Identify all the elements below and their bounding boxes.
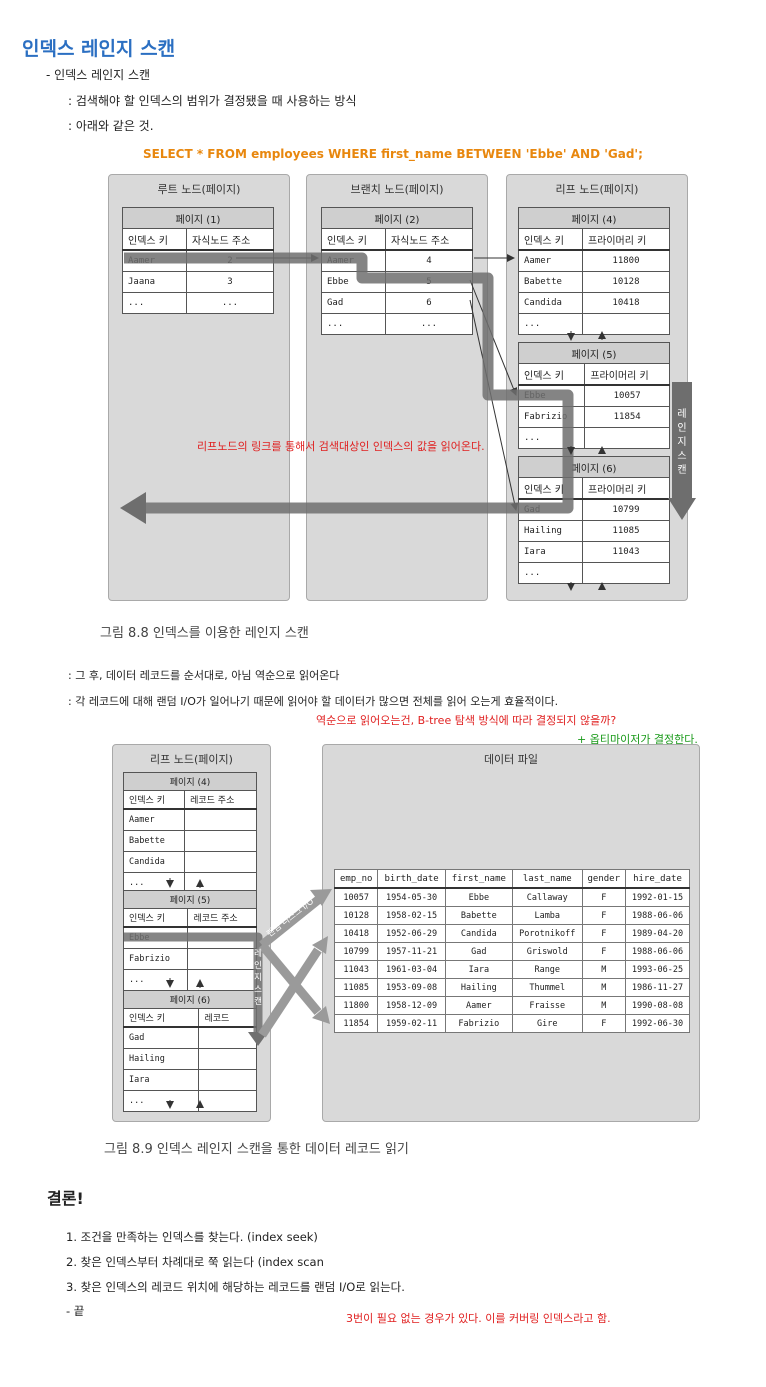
answer-note: + 옵티마이저가 결정한다. (577, 733, 698, 746)
page-caption: 페이지 (6) (123, 990, 257, 1009)
figure-caption: 그림 8.8 인덱스를 이용한 레인지 스캔 (100, 626, 309, 641)
table-row: ...... (321, 313, 474, 335)
note-line: : 아래와 같은 것. (68, 119, 154, 133)
col-header: 자식노드 주소 (185, 228, 275, 251)
col-header: 프라이머리 키 (584, 363, 670, 386)
random-io-arrow (258, 947, 322, 1038)
root-node-label: 루트 노드(페이지) (157, 183, 241, 196)
covering-index-note: 3번이 필요 없는 경우가 있다. 이를 커버링 인덱스라고 함. (346, 1312, 611, 1325)
scan-path-overlay (120, 252, 696, 591)
conclusion-item: 2. 찾은 인덱스부터 차례대로 쭉 읽는다 (index scan (66, 1255, 324, 1269)
leaf-node-label: 리프 노드(페이지) (555, 183, 639, 196)
page-caption: 페이지 (5) (518, 342, 670, 364)
table-row: Hailing (122, 1048, 257, 1070)
sql-query: SELECT * FROM employees WHERE first_name… (143, 147, 643, 161)
conclusion-heading: 결론! (47, 1189, 84, 1208)
conclusion-item: - 끝 (66, 1304, 85, 1318)
range-scan-arrowhead (668, 498, 696, 520)
col-header: 인덱스 키 (122, 908, 189, 928)
random-io-arrow (259, 896, 321, 949)
figure-caption: 그림 8.9 인덱스 레인지 스캔을 통한 데이터 레코드 읽기 (104, 1142, 409, 1157)
page-caption: 페이지 (6) (518, 456, 670, 478)
col-header: 인덱스 키 (517, 363, 586, 386)
table-row: Gad (122, 1026, 257, 1049)
page-caption: 페이지 (1) (122, 207, 274, 229)
conclusion-item: 3. 찾은 인덱스의 레코드 위치에 해당하는 레코드를 랜덤 I/O로 읽는다… (66, 1280, 405, 1294)
table-row: Iara (122, 1069, 257, 1091)
table-row: Aamer (122, 808, 257, 831)
col-header: 프라이머리 키 (581, 228, 671, 251)
scan-path-arrow (124, 252, 574, 514)
page-caption: 페이지 (4) (518, 207, 670, 229)
col-header: 인덱스 키 (122, 790, 186, 810)
table-row: Candida (122, 851, 257, 873)
leaf-scan-path (124, 932, 263, 1032)
col-header: 프라이머리 키 (581, 477, 671, 500)
col-header: 레코드 주소 (184, 790, 257, 810)
conclusion-item: 1. 조건을 만족하는 인덱스를 찾는다. (index seek) (66, 1230, 318, 1244)
table-row: ...... (122, 292, 275, 314)
table-row: ... (518, 562, 671, 584)
leaf-node-label: 리프 노드(페이지) (150, 753, 233, 766)
range-scan-label: 레인지 스캔 (254, 949, 262, 1007)
random-io-arrow (258, 942, 322, 1015)
question-note: 역순으로 읽어오는건, B-tree 탐색 방식에 따라 결정되지 않을까? (316, 714, 617, 727)
note-line: : 그 후, 데이터 레코드를 순서대로, 아님 역순으로 읽어온다 (68, 669, 340, 682)
scan-arrowhead (120, 492, 146, 524)
table-row: ... (518, 313, 671, 335)
branch-to-leaf6-arrow (469, 299, 519, 511)
col-header: 인덱스 키 (122, 1008, 200, 1028)
page-title: 인덱스 레인지 스캔 (22, 38, 176, 60)
data-file-label: 데이터 파일 (483, 753, 539, 766)
figure-8-8: 루트 노드(페이지) 브랜치 노드(페이지) 리프 노드(페이지) 페이지 (1… (0, 0, 766, 641)
leaf-link-note: 리프노드의 링크를 통해서 검색대상인 인덱스의 값을 읽어온다. (197, 440, 485, 453)
branch-node-label: 브랜치 노드(페이지) (350, 183, 444, 196)
range-scan-bar (672, 382, 692, 498)
page-caption: 페이지 (5) (123, 890, 257, 909)
col-header: 레코드 주소 (187, 908, 257, 928)
note-line: : 검색해야 할 인덱스의 범위가 결정됐을 때 사용하는 방식 (68, 94, 357, 108)
note-line: : 각 레코드에 대해 랜덤 I/O가 일어나기 때문에 읽어야 할 데이터가 … (68, 695, 559, 708)
range-scan-label: 레인지 스캔 (677, 409, 687, 476)
col-header: 자식노드 주소 (384, 228, 474, 251)
subheading: - 인덱스 레인지 스캔 (46, 68, 151, 82)
page-caption: 페이지 (4) (123, 772, 257, 791)
table-row: ... (122, 1090, 257, 1112)
page-caption: 페이지 (2) (321, 207, 473, 229)
random-io-overlay (124, 878, 332, 1109)
